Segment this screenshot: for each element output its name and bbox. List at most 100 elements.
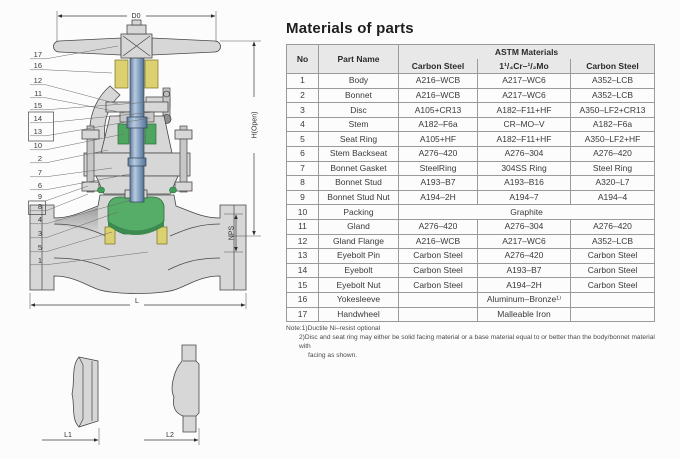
cell-material-0: A216–WCB bbox=[398, 233, 478, 250]
gasket-dot bbox=[169, 186, 177, 194]
cell-material-0: SteelRing bbox=[398, 160, 478, 177]
cell-material-0: Carbon Steel bbox=[398, 262, 478, 279]
cell-part-name: Eyebolt Nut bbox=[318, 277, 399, 293]
col-header-material-1: 1¹/₄Cr–¹/₂Mo bbox=[477, 59, 571, 74]
cell-material-0 bbox=[398, 306, 478, 323]
cell-part-name: Body bbox=[318, 73, 399, 89]
yokesleeve bbox=[144, 59, 159, 89]
cell-material-1: Aluminum–Bronze¹⁾ bbox=[477, 291, 571, 308]
stem-coupling bbox=[126, 116, 148, 129]
cell-part-name: Seat Ring bbox=[318, 131, 399, 147]
seat-ring bbox=[104, 226, 116, 245]
cell-no: 13 bbox=[286, 248, 319, 264]
materials-panel: Materials of parts No Part Name ASTM Mat… bbox=[286, 20, 656, 361]
cell-material-0: A193–B7 bbox=[398, 175, 478, 191]
dim-l1: L1 bbox=[42, 428, 100, 445]
callout-number: 13 bbox=[34, 127, 42, 136]
gasket-dot bbox=[97, 186, 105, 194]
eyebolt-pivot bbox=[163, 90, 170, 98]
cell-material-2: Carbon Steel bbox=[569, 277, 656, 293]
callout-number: 2 bbox=[38, 154, 42, 163]
cell-no: 16 bbox=[286, 291, 319, 308]
body-internal-lines bbox=[41, 205, 235, 290]
cell-material-1: Malleable Iron bbox=[477, 306, 571, 323]
cell-material-2: Carbon Steel bbox=[569, 262, 656, 279]
cell-part-name: Bonnet bbox=[318, 87, 399, 104]
cell-material-2: A276–420 bbox=[569, 218, 656, 235]
cell-no: 12 bbox=[286, 233, 319, 250]
seat-ring bbox=[156, 226, 168, 245]
cell-no: 17 bbox=[286, 306, 319, 323]
dim-label-d0: D0 bbox=[132, 13, 141, 20]
cell-no: 10 bbox=[286, 204, 319, 220]
cell-no: 6 bbox=[286, 145, 319, 162]
dim-label-l: L bbox=[135, 298, 139, 305]
cell-material-0: A276–420 bbox=[398, 145, 478, 162]
cell-material-1: A194–2H bbox=[477, 277, 571, 293]
packing bbox=[144, 123, 157, 145]
stem-backseat-collar bbox=[127, 157, 147, 167]
flange-profile-left bbox=[71, 356, 99, 428]
dim-label-h-open: H(Open) bbox=[252, 112, 259, 139]
cell-material-1: A217–WC6 bbox=[477, 233, 571, 250]
dim-label-l2: L2 bbox=[166, 432, 174, 439]
valve-cross-section: D0 H(Open) NPS L bbox=[28, 9, 261, 445]
valve-diagram: D0 H(Open) NPS L bbox=[0, 0, 285, 459]
cell-no: 14 bbox=[286, 262, 319, 279]
col-header-astm-group: ASTM Materials bbox=[397, 44, 656, 59]
cell-no: 1 bbox=[286, 73, 319, 89]
cell-material-1: A276–420 bbox=[477, 248, 571, 264]
cell-material-0 bbox=[398, 291, 478, 308]
cell-part-name: Stem bbox=[318, 116, 399, 133]
cell-part-name: Bonnet Gasket bbox=[318, 160, 399, 177]
callout-number: 10 bbox=[34, 141, 42, 150]
cell-material-1: A217–WC6 bbox=[477, 73, 571, 89]
cell-part-name: Disc bbox=[318, 102, 399, 118]
cell-material-2: A350–LF2+HF bbox=[569, 131, 656, 147]
cell-material-1: A182–F11+HF bbox=[477, 131, 571, 147]
cell-material-1: A182–F11+HF bbox=[477, 102, 571, 118]
dim-l: L bbox=[29, 293, 247, 309]
cell-no: 8 bbox=[286, 175, 319, 191]
col-header-no: No bbox=[286, 44, 319, 74]
cell-material-1: A194–7 bbox=[477, 189, 571, 206]
cell-material-2: Steel Ring bbox=[569, 160, 656, 177]
cell-no: 2 bbox=[286, 87, 319, 104]
callout-number: 1 bbox=[38, 256, 42, 265]
dim-l2: L2 bbox=[144, 428, 200, 445]
cell-material-2: A320–L7 bbox=[569, 175, 656, 191]
dim-label-nps: NPS bbox=[229, 225, 236, 240]
cell-part-name: Bonnet Stud bbox=[318, 175, 399, 191]
cell-no: 9 bbox=[286, 189, 319, 206]
cell-material-1: A217–WC6 bbox=[477, 87, 571, 104]
callout-number: 4 bbox=[38, 215, 42, 224]
cell-material-1: A193–B16 bbox=[477, 175, 571, 191]
cell-no: 7 bbox=[286, 160, 319, 177]
callout-number: 16 bbox=[34, 61, 42, 70]
cell-material-0: A105+HF bbox=[398, 131, 478, 147]
cell-material-0: A216–WCB bbox=[398, 87, 478, 104]
cell-material-0: A182–F6a bbox=[398, 116, 478, 133]
callout-number: 5 bbox=[38, 243, 42, 252]
flange-profile-right bbox=[171, 344, 200, 433]
cell-part-name: Gland bbox=[318, 218, 399, 235]
cell-part-name: Gland Flange bbox=[318, 233, 399, 250]
bonnet-studs bbox=[81, 125, 193, 193]
cell-material-0: Carbon Steel bbox=[398, 277, 478, 293]
cell-material-2: A182–F6a bbox=[569, 116, 656, 133]
materials-table: No Part Name ASTM Materials Carbon Steel… bbox=[286, 44, 656, 323]
cell-material-0: A276–420 bbox=[398, 218, 478, 235]
cell-material-2: A352–LCB bbox=[569, 233, 656, 250]
cell-material-2: A352–LCB bbox=[569, 87, 656, 104]
header-row-1: No Part Name ASTM Materials bbox=[286, 44, 656, 74]
handwheel bbox=[53, 19, 221, 59]
